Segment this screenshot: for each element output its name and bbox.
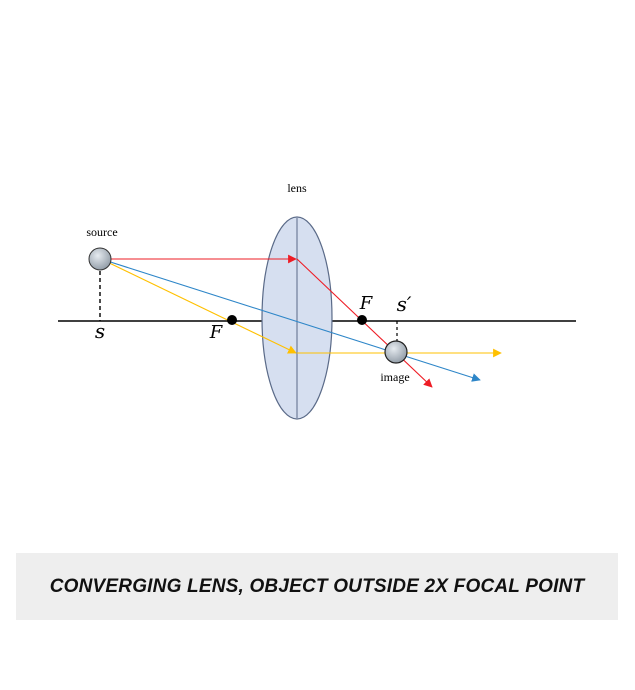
focal-right-label: F — [359, 293, 374, 314]
source-object — [88, 247, 112, 271]
image-object — [384, 340, 408, 364]
yellow-ray-incident — [100, 258, 297, 354]
object-position-label: s — [95, 319, 105, 343]
image-position-label: s′ — [397, 292, 412, 316]
image-label: image — [380, 370, 409, 384]
focal-left-label: F — [209, 322, 224, 343]
source-label: source — [86, 225, 117, 239]
blue-ray — [100, 258, 481, 382]
lens-diagram: lens source image s F F s′ — [58, 181, 576, 420]
lens-label: lens — [287, 181, 307, 195]
focal-point-left — [227, 315, 237, 325]
focal-point-right — [357, 315, 367, 325]
caption-text: CONVERGING LENS, OBJECT OUTSIDE 2X FOCAL… — [49, 575, 585, 597]
caption-box: CONVERGING LENS, OBJECT OUTSIDE 2X FOCAL… — [16, 553, 618, 620]
